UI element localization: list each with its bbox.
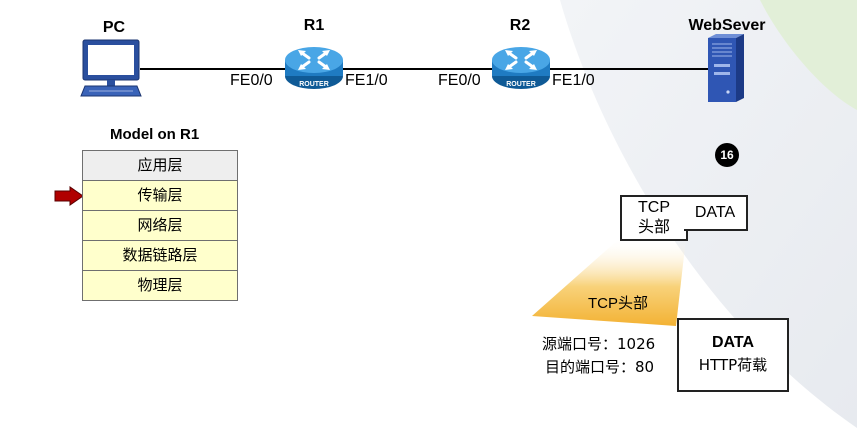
layer-network: 网络层 bbox=[82, 210, 238, 241]
layer-transport: 传输层 bbox=[82, 180, 238, 211]
r2-label: R2 bbox=[509, 17, 531, 34]
layer-physical: 物理层 bbox=[82, 270, 238, 301]
packet-tcp-line1: TCP bbox=[638, 199, 670, 216]
packet-tcp-line2: 头部 bbox=[637, 217, 670, 236]
callout-title: TCP头部 bbox=[588, 295, 649, 312]
r2-fe00-port-label: FE0/0 bbox=[438, 72, 481, 89]
layer-datalink: 数据链路层 bbox=[82, 240, 238, 271]
r1-fe10-port-label: FE1/0 bbox=[345, 72, 388, 89]
r2-router-badge: ROUTER bbox=[506, 81, 536, 88]
model-title: Model on R1 bbox=[110, 126, 200, 143]
payload-subtitle: HTTP荷载 bbox=[698, 356, 768, 374]
payload-box: DATA HTTP荷载 bbox=[677, 318, 789, 392]
r2-router-icon[interactable]: ROUTER bbox=[491, 44, 551, 90]
webserver-label: WebSever bbox=[688, 17, 766, 34]
layer-application: 应用层 bbox=[82, 150, 238, 181]
packet-data: DATA bbox=[684, 195, 748, 231]
layer-stack: 应用层 传输层 网络层 数据链路层 物理层 bbox=[82, 150, 238, 301]
payload-title: DATA bbox=[711, 334, 755, 351]
r1-fe00-port-label: FE0/0 bbox=[230, 72, 273, 89]
destination-port: 目的端口号：80 bbox=[545, 358, 655, 376]
webserver-icon[interactable] bbox=[706, 34, 746, 102]
packet-tcp-header: TCP 头部 bbox=[620, 195, 688, 241]
current-layer-arrow-icon bbox=[54, 186, 84, 206]
r1-router-badge: ROUTER bbox=[299, 81, 329, 88]
pc-label: PC bbox=[102, 19, 126, 36]
source-port: 源端口号：1026 bbox=[542, 335, 656, 353]
r1-label: R1 bbox=[303, 17, 325, 34]
step-badge: 16 bbox=[715, 143, 739, 167]
r1-router-icon[interactable]: ROUTER bbox=[284, 44, 344, 90]
pc-icon[interactable] bbox=[79, 38, 143, 98]
r2-fe10-port-label: FE1/0 bbox=[552, 72, 595, 89]
